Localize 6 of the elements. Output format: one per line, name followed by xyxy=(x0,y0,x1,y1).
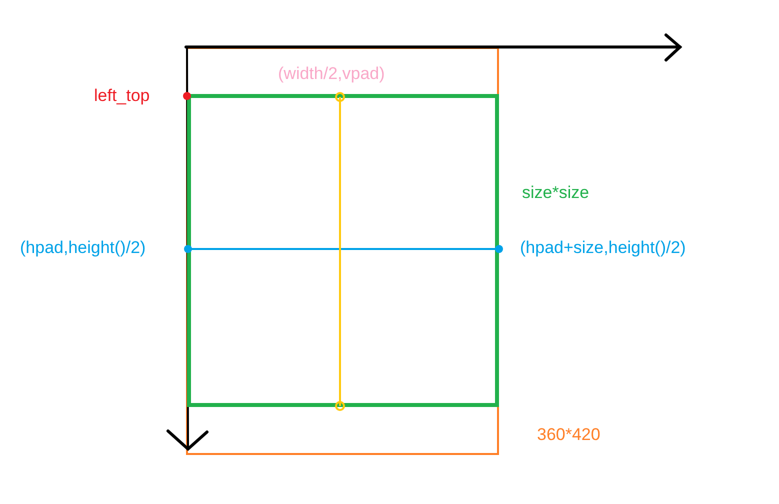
point-label: (width/2,vpad) xyxy=(278,64,385,84)
size-label: size*size xyxy=(522,183,590,203)
point-label: (hpad+size,height()/2) xyxy=(520,238,686,258)
point-label: (hpad,height()/2) xyxy=(20,238,146,258)
point-label: left_top xyxy=(94,86,150,106)
size-label: 360*420 xyxy=(537,425,600,445)
